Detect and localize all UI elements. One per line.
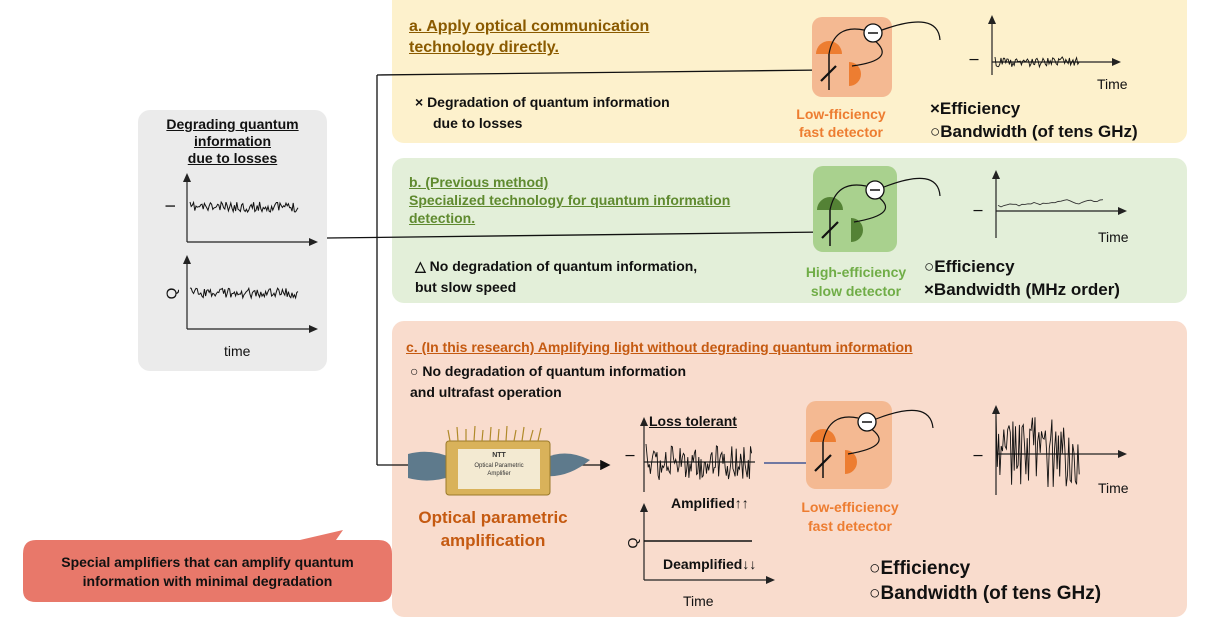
deamplified-label: Deamplified↓↓ <box>663 556 757 572</box>
amplified-trace <box>645 443 753 481</box>
opa-device-image <box>408 425 590 496</box>
panel-b-results: ○Efficiency ×Bandwidth (MHz order) <box>924 257 1120 299</box>
signal-routing-lines <box>326 64 830 471</box>
left-x-label: time <box>224 343 251 359</box>
left-i-trace <box>189 200 299 214</box>
panel-a-title: a. Apply optical communication technolog… <box>409 18 650 56</box>
panel-b-title: b. (Previous method) Specialized technol… <box>409 174 731 226</box>
left-q-trace <box>189 286 299 300</box>
loss-tolerant-label: Loss tolerant <box>649 413 737 429</box>
panel-c-deamplified-plot <box>640 503 775 584</box>
panel-b-detector-label: High-efficiency slow detector <box>805 264 907 299</box>
panel-b-trace <box>997 199 1104 208</box>
opa-label: Optical parametric amplification <box>418 508 568 550</box>
panel-b-plot <box>992 170 1127 238</box>
panel-c-amplified-plot <box>640 417 755 492</box>
panel-a-trace <box>994 56 1080 69</box>
panel-c-output-plot <box>992 405 1127 495</box>
device-line1: Optical Parametric <box>474 463 524 469</box>
panel-a-plot <box>988 15 1121 75</box>
panel-c-output-x-label: Time <box>1098 480 1129 496</box>
device-brand: NTT <box>492 452 506 459</box>
detector-b-icon <box>813 166 941 252</box>
left-panel <box>138 110 327 371</box>
detector-c-icon <box>806 401 934 489</box>
panel-a-plot-x-label: Time <box>1097 76 1128 92</box>
output-trace <box>995 416 1080 488</box>
panel-b <box>392 158 1187 303</box>
left-panel-title: Degrading quantum information due to los… <box>166 116 299 166</box>
device-line2: Amplifier <box>487 471 511 477</box>
panel-c-results: ○Efficiency ○Bandwidth (of tens GHz) <box>869 558 1102 604</box>
panel-c-time-label: Time <box>683 593 714 609</box>
panel-b-plot-x-label: Time <box>1098 229 1129 245</box>
panel-c-note: ○ No degradation of quantum information … <box>410 363 686 400</box>
panel-a-results: ×Efficiency ○Bandwidth (of tens GHz) <box>930 99 1138 141</box>
callout-text: Special amplifiers that can amplify quan… <box>61 554 354 589</box>
panel-a-note: × Degradation of quantum information due… <box>415 94 670 131</box>
panel-c-title: c. (In this research) Amplifying light w… <box>406 339 913 355</box>
panel-b-note: △ No degradation of quantum information,… <box>415 258 698 295</box>
panel-a <box>392 0 1187 143</box>
detector-a-icon <box>812 17 941 97</box>
panel-c-detector-label: Low-efficiency fast detector <box>801 499 899 534</box>
amplified-label: Amplified↑↑ <box>671 495 749 511</box>
panel-a-detector-label: Low-fficiency fast detector <box>796 106 886 140</box>
